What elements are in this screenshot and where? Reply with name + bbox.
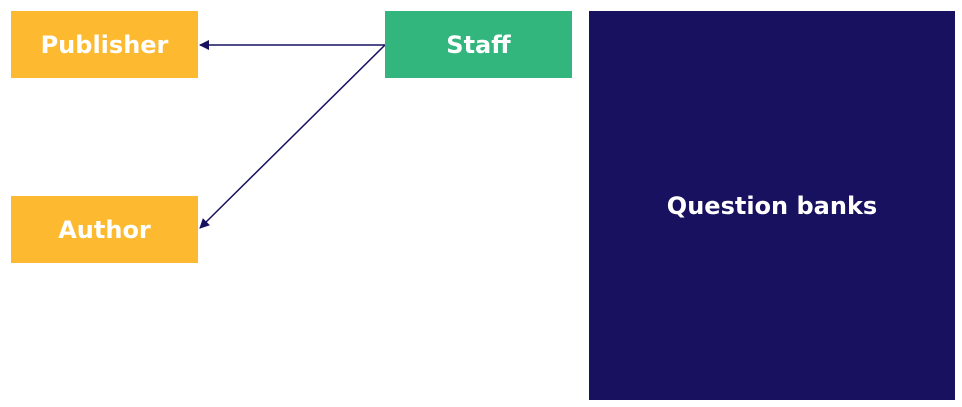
edge-staff-to-author bbox=[199, 44, 386, 229]
author-label: Author bbox=[58, 215, 151, 244]
author-node: Author bbox=[11, 196, 198, 263]
question-banks-node: Question banks bbox=[589, 11, 955, 400]
question-banks-label: Question banks bbox=[666, 191, 878, 220]
staff-label: Staff bbox=[446, 30, 511, 59]
publisher-label: Publisher bbox=[40, 30, 169, 59]
publisher-node: Publisher bbox=[11, 11, 198, 78]
staff-node: Staff bbox=[385, 11, 572, 78]
